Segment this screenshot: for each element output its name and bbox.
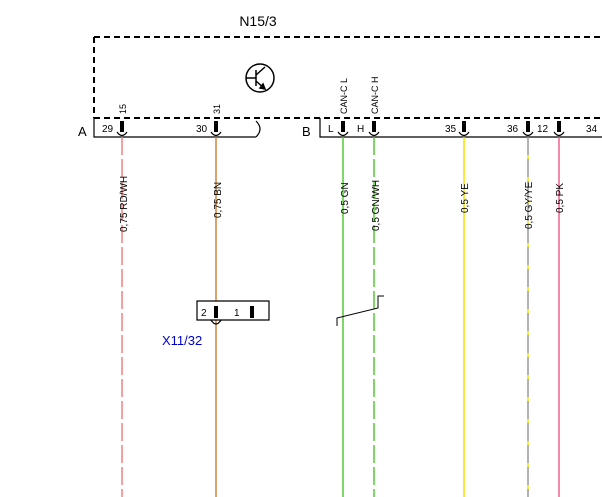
plug-name: X11/32 bbox=[162, 333, 202, 348]
wire-label: 0,5 GN/WH bbox=[371, 180, 382, 231]
plug-x11-32: 2 1 bbox=[196, 300, 270, 325]
plug-pin-number: 1 bbox=[234, 308, 240, 319]
pin-socket bbox=[372, 121, 376, 132]
connector-b-label: B bbox=[302, 124, 311, 139]
terminal-label: 15 bbox=[118, 104, 128, 114]
pin-number: H bbox=[357, 124, 364, 135]
pin-socket-cup bbox=[210, 131, 222, 137]
pin-socket-cup bbox=[553, 131, 565, 137]
wire-label: 0,5 GN bbox=[340, 182, 351, 214]
pin-socket-cup bbox=[116, 131, 128, 137]
pin-socket bbox=[341, 121, 345, 132]
terminal-label: CAN-C H bbox=[370, 77, 380, 115]
transistor-icon bbox=[245, 63, 275, 93]
pin-socket bbox=[120, 121, 124, 132]
pin-sockets bbox=[116, 121, 565, 137]
terminal-label: CAN-C L bbox=[339, 78, 349, 114]
pin-number: 30 bbox=[196, 124, 208, 135]
terminal-label: 31 bbox=[212, 104, 222, 114]
pin-socket-cup bbox=[458, 131, 470, 137]
pin-number: L bbox=[328, 124, 334, 135]
component-boundary bbox=[93, 36, 602, 119]
pin-number: 35 bbox=[445, 124, 457, 135]
twisted-pair-marker bbox=[336, 295, 384, 326]
pin-number: 29 bbox=[102, 124, 114, 135]
connector-a-label: A bbox=[78, 124, 87, 139]
connector-a-bar bbox=[93, 118, 261, 138]
pin-socket bbox=[214, 121, 218, 132]
pin-socket-cup bbox=[337, 131, 349, 137]
wire-label: 0,5 GY/YE bbox=[524, 181, 535, 229]
wire-label: 0,75 RD/WH bbox=[119, 176, 130, 232]
pin-number: 36 bbox=[507, 124, 519, 135]
plug-pin-number: 2 bbox=[201, 308, 207, 319]
pin-number: 12 bbox=[537, 124, 549, 135]
pin-socket bbox=[526, 121, 530, 132]
component-name: N15/3 bbox=[239, 13, 277, 29]
wire-label: 0,5 PK bbox=[555, 183, 566, 213]
pin-socket bbox=[557, 121, 561, 132]
wire-label: 0,75 BN bbox=[213, 182, 224, 218]
pin-socket bbox=[462, 121, 466, 132]
connector-b-bar bbox=[319, 118, 602, 138]
pin-socket-cup bbox=[522, 131, 534, 137]
pin-socket-cup bbox=[368, 131, 380, 137]
pin-number: 34 bbox=[586, 124, 598, 135]
wire-label: 0,5 YE bbox=[460, 183, 471, 213]
